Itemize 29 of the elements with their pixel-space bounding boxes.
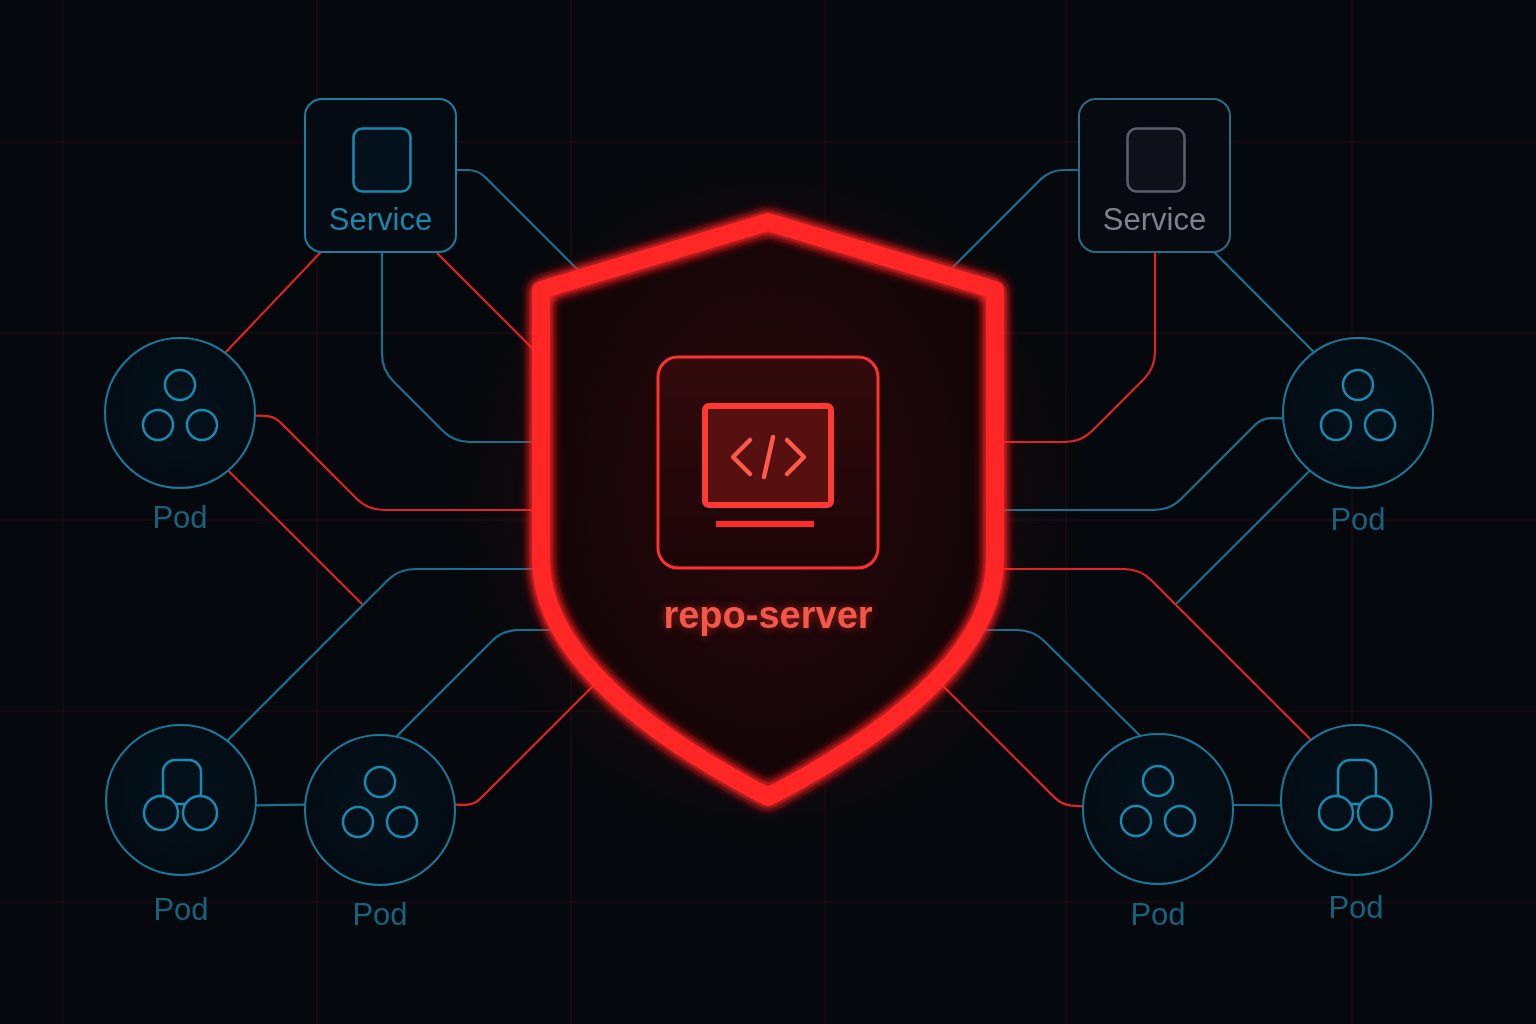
connector-line [435, 251, 534, 350]
node-label: Pod [153, 892, 209, 927]
connector-line [380, 251, 534, 444]
node-label: Pod [352, 897, 408, 932]
node-label: Pod [1328, 890, 1384, 925]
connector-line [1002, 251, 1157, 444]
node-label: Service [328, 202, 433, 237]
connector-line [255, 803, 306, 807]
service-box [1078, 98, 1231, 253]
node-label: Service [1102, 202, 1207, 237]
connector-line [254, 414, 534, 512]
node-label: repo-server [663, 593, 873, 638]
connector-line [1002, 567, 1312, 741]
connector-line [224, 251, 322, 354]
connector-line [1174, 470, 1311, 606]
connector-line [1232, 803, 1282, 807]
connector-line [227, 470, 365, 607]
connector-line [454, 683, 596, 806]
connector-line [984, 628, 1141, 737]
node-label: Pod [1130, 897, 1186, 932]
connector-line [1213, 251, 1315, 353]
node-label: Pod [1330, 502, 1386, 537]
connector-line [940, 683, 1084, 808]
connector-line [396, 628, 552, 737]
service-box [304, 98, 457, 253]
connector-line [455, 168, 580, 272]
connector-line [1002, 417, 1284, 512]
connector-line [226, 567, 535, 742]
node-label: Pod [152, 500, 208, 535]
